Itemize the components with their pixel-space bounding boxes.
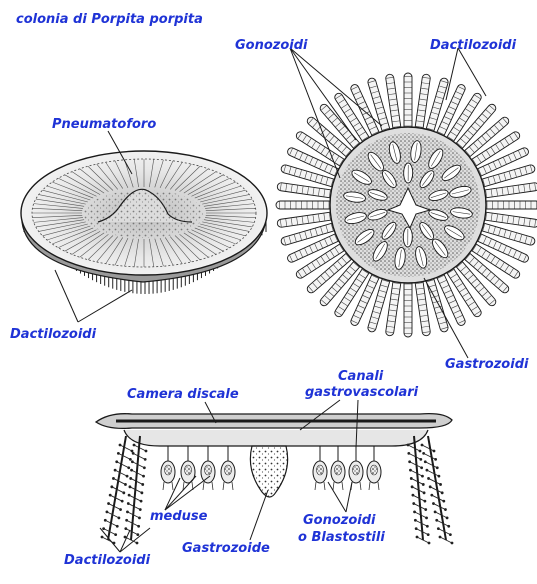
dactilozoide: [276, 201, 334, 209]
gonozoide-section: [349, 446, 363, 490]
dactilozoide-stem: [101, 436, 134, 544]
dactilozoide: [482, 201, 537, 209]
label-meduse: meduse: [150, 509, 207, 524]
dactilozoide: [404, 279, 412, 337]
label-camera-discale: Camera discale: [127, 387, 239, 402]
gonozoide-section: [181, 446, 195, 490]
label-canali-line1: Canali: [338, 369, 383, 384]
label-dactilozoidi-left: Dactilozoidi: [10, 327, 96, 342]
label-gastrozoide: Gastrozoide: [182, 541, 270, 556]
label-gonozoidi-top: Gonozoidi: [235, 38, 308, 53]
label-dactilozoidi-bottom: Dactilozoidi: [64, 553, 150, 568]
label-gonozoidi-bottom-line2: o Blastostili: [298, 530, 385, 545]
gonozoide-section: [161, 446, 175, 490]
colony-section: [96, 400, 453, 552]
dactilozoide-stem: [407, 436, 431, 544]
lower-lamella: [124, 430, 428, 446]
colony-ventral-view: [276, 48, 537, 358]
gonozoide-section: [221, 446, 235, 490]
label-dactilozoidi-top: Dactilozoidi: [430, 38, 516, 53]
dactilozoide-stem: [124, 436, 148, 544]
disc-lateral-view: [21, 131, 267, 322]
gonozoide-section: [367, 446, 381, 490]
gastrozoide-section: [250, 446, 287, 497]
diagram-title: colonia di Porpita porpita: [16, 12, 203, 27]
label-gonozoidi-bottom-line1: Gonozoidi: [303, 513, 376, 528]
label-gastrozoidi: Gastrozoidi: [445, 357, 528, 372]
gonozoide-section: [313, 446, 327, 490]
label-pneumatoforo: Pneumatoforo: [52, 117, 156, 132]
dactilozoide-stem: [421, 436, 454, 544]
gonozoide-section: [201, 446, 215, 490]
label-canali-line2: gastrovascolari: [305, 385, 418, 400]
dactilozoide: [404, 73, 412, 131]
gonozoide-section: [331, 446, 345, 490]
